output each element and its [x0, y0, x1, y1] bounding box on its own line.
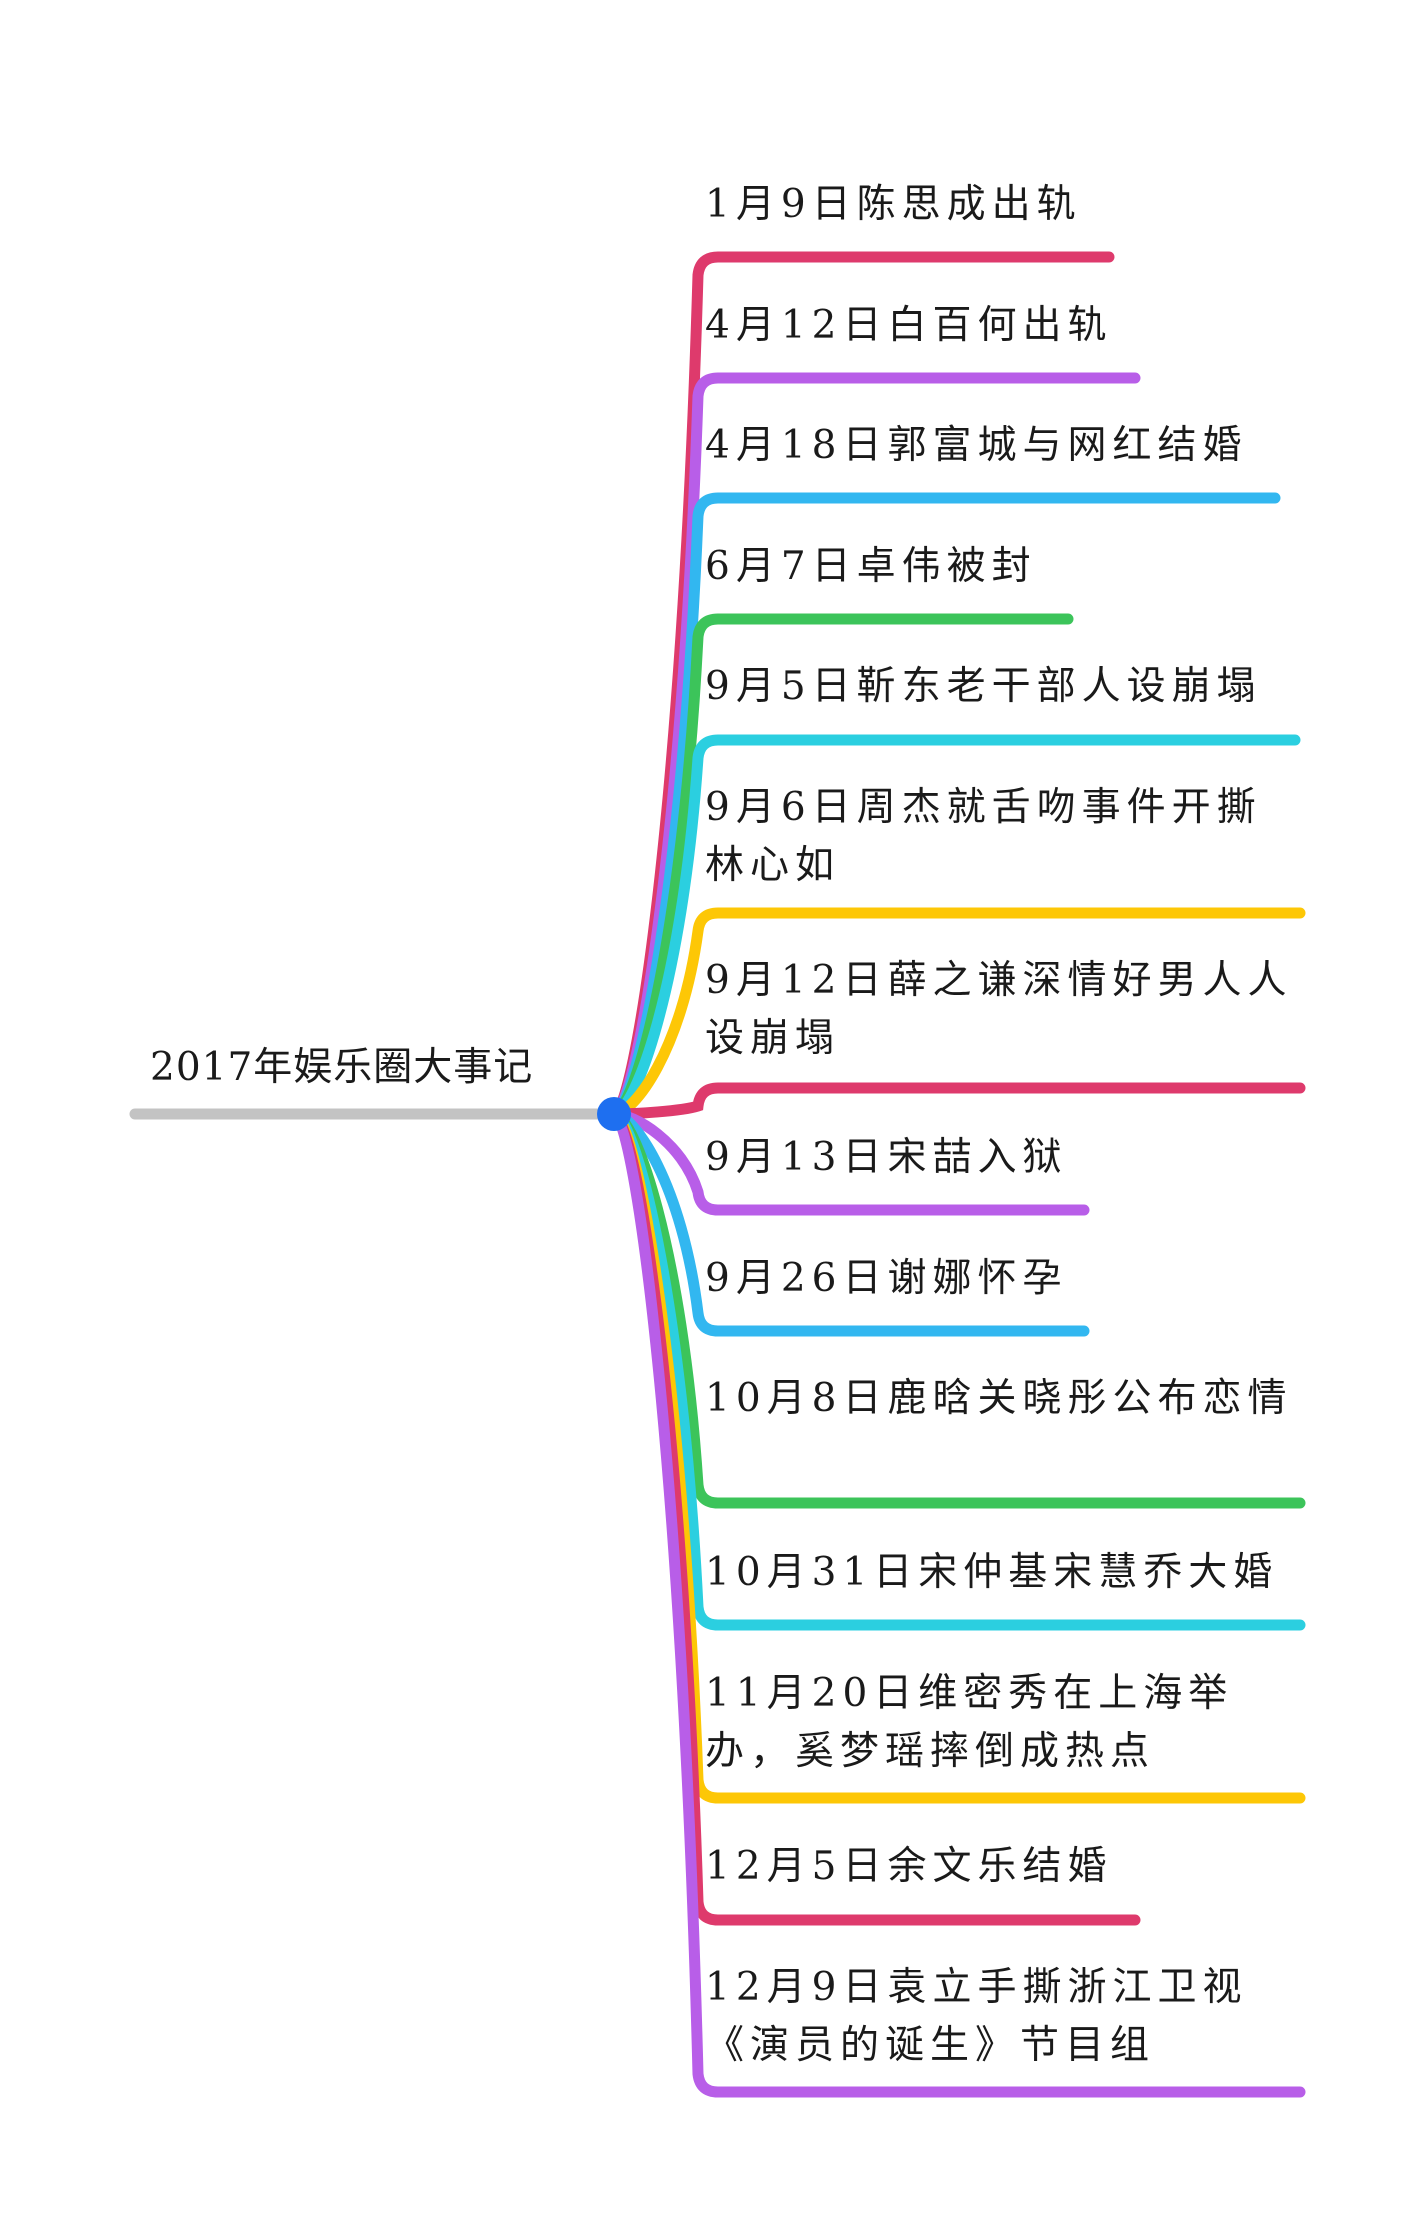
branch-topic-11[interactable]: 10月31日宋仲基宋慧乔大婚 — [705, 1550, 1279, 1595]
branch-topic-12[interactable]: 11月20日维密秀在上海举办，奚梦瑶摔倒成热点 — [705, 1671, 1234, 1774]
branch-line-7 — [608, 1082, 1306, 1120]
branch-line-6 — [608, 907, 1306, 1120]
branch-topic-10[interactable]: 10月8日鹿晗关晓彤公布恋情 — [705, 1376, 1293, 1421]
branch-line-8 — [608, 1108, 1090, 1216]
branch-topic-7[interactable]: 9月12日薛之谦深情好男人人设崩塌 — [705, 958, 1293, 1061]
branch-topic-1[interactable]: 1月9日陈思成出轨 — [705, 182, 1082, 227]
branch-lines — [608, 251, 1306, 2098]
branch-topic-9[interactable]: 9月26日谢娜怀孕 — [705, 1256, 1068, 1301]
branch-topic-14[interactable]: 12月9日袁立手撕浙江卫视《演员的诞生》节目组 — [705, 1965, 1248, 2068]
branch-topic-3[interactable]: 4月18日郭富城与网红结婚 — [705, 423, 1248, 468]
root-topic-label[interactable]: 2017年娱乐圈大事记 — [150, 1045, 534, 1090]
branch-topic-2[interactable]: 4月12日白百何出轨 — [705, 303, 1113, 348]
branch-line-14 — [608, 1108, 1306, 2098]
branch-line-5 — [608, 734, 1301, 1120]
branch-topic-6[interactable]: 9月6日周杰就舌吻事件开撕林心如 — [705, 785, 1262, 888]
branch-topic-5[interactable]: 9月5日靳东老干部人设崩塌 — [705, 664, 1262, 709]
root-node[interactable] — [597, 1097, 631, 1131]
branch-topic-8[interactable]: 9月13日宋喆入狱 — [705, 1135, 1068, 1180]
branch-topic-13[interactable]: 12月5日余文乐结婚 — [705, 1844, 1113, 1889]
branch-topic-4[interactable]: 6月7日卓伟被封 — [705, 544, 1037, 589]
